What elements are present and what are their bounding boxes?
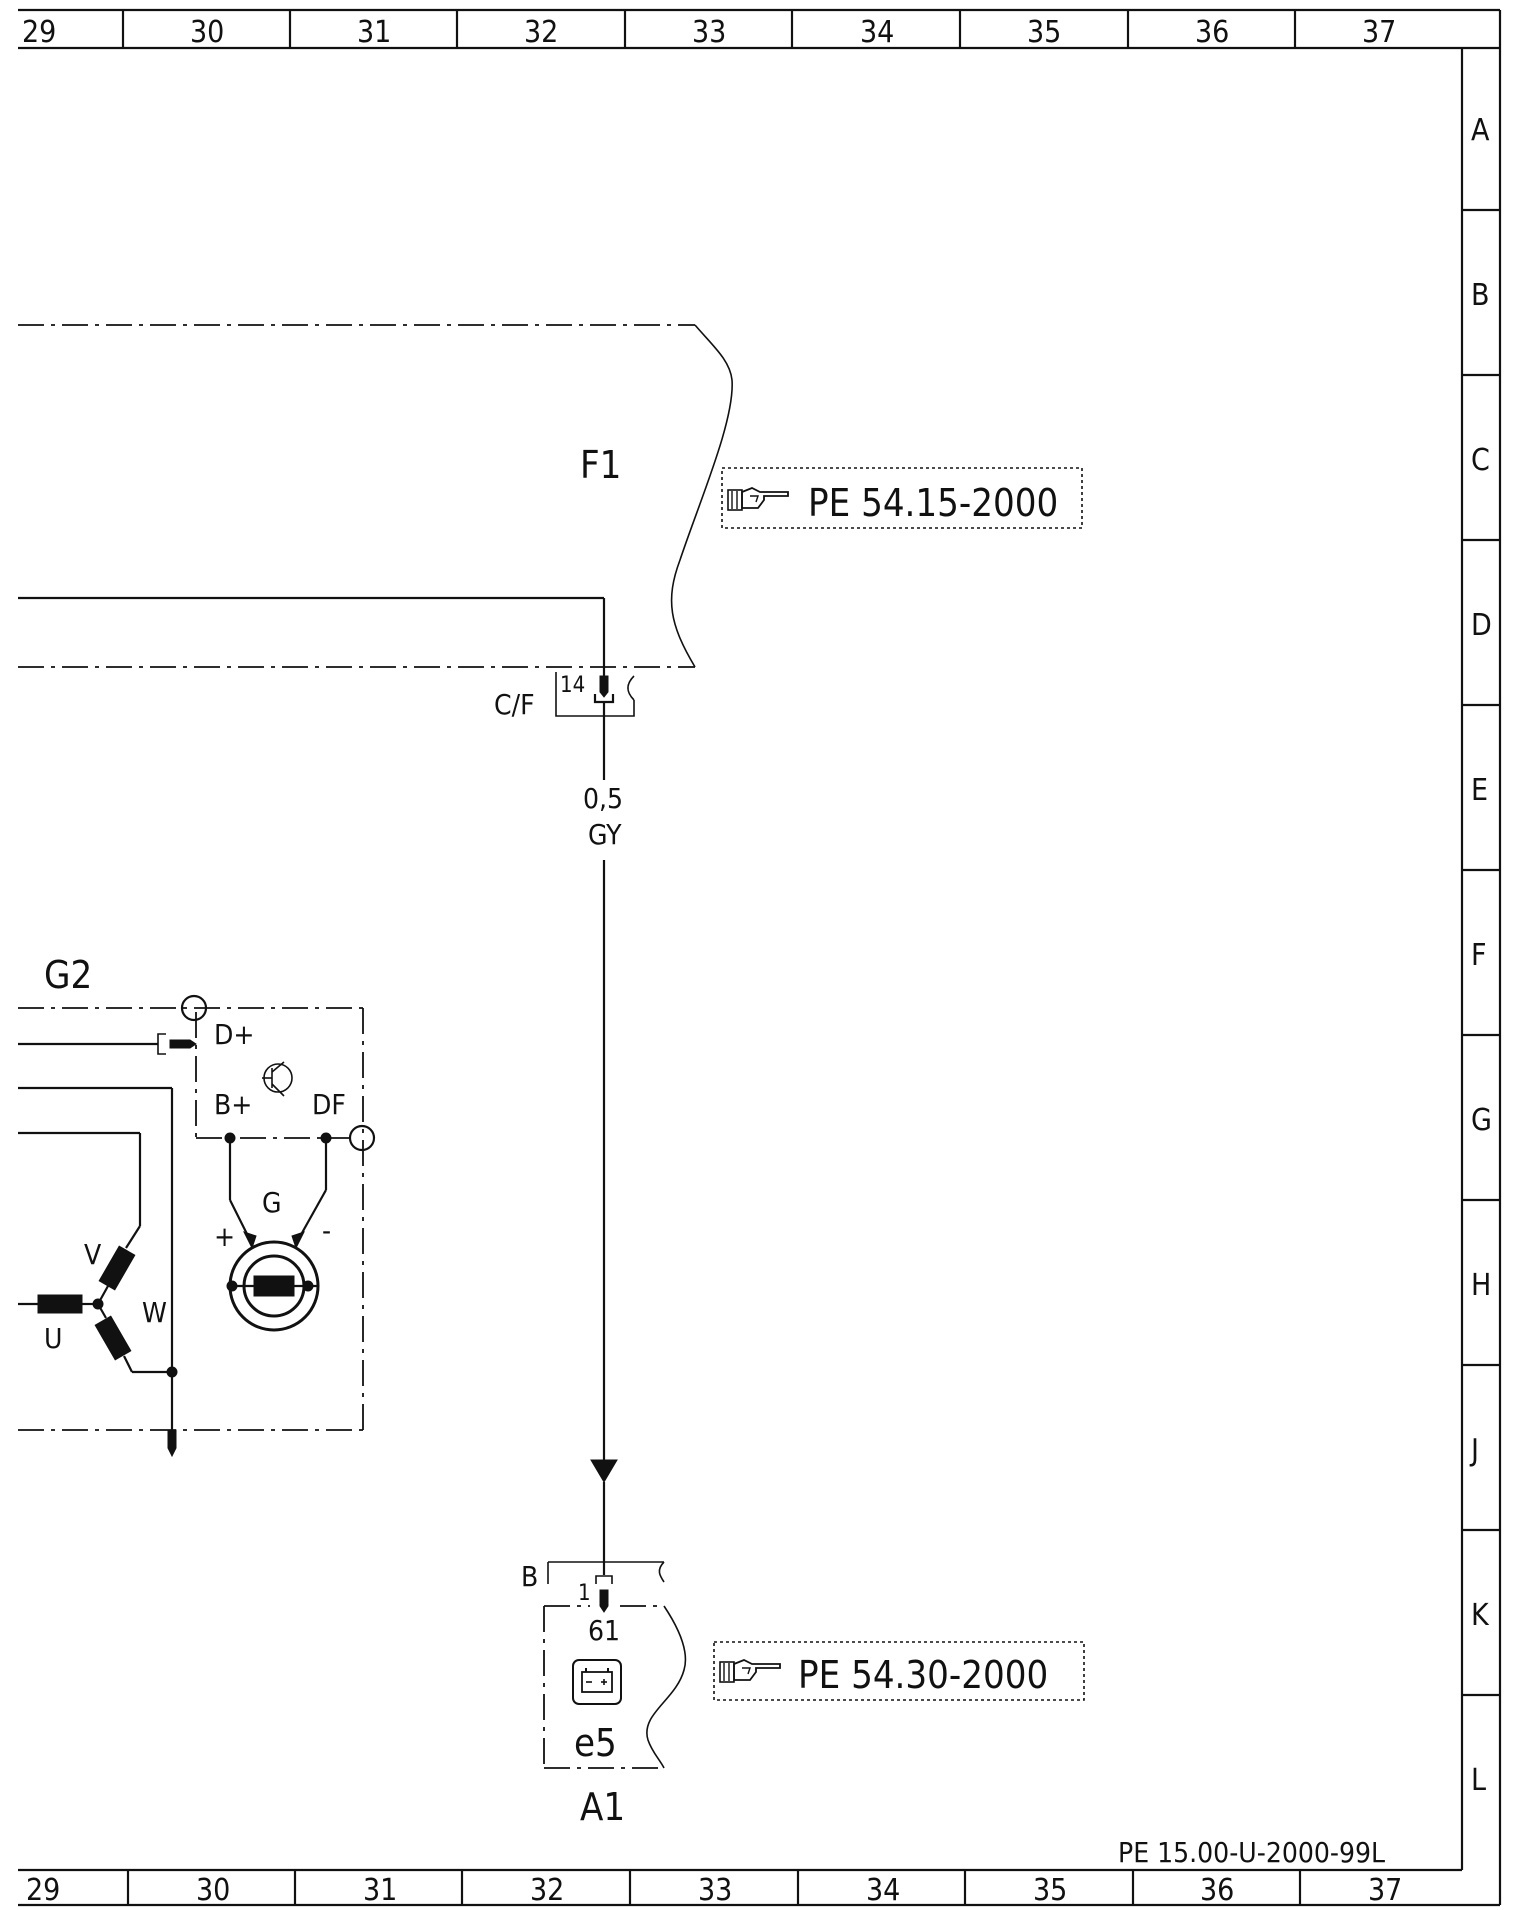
pin-61-label: 61 [588, 1614, 620, 1647]
row-l: L [1471, 1763, 1486, 1798]
top-column-ruler: 29 30 31 32 33 34 35 36 37 [22, 10, 1396, 50]
reference-top: PE 54.15-2000 [721, 467, 1083, 529]
top-col-30: 30 [190, 15, 224, 50]
drawing-frame [18, 8, 1502, 1907]
bottom-col-35: 35 [1033, 1873, 1067, 1908]
row-j: J [1469, 1433, 1479, 1468]
f1-box: F1 [18, 324, 733, 668]
top-col-35: 35 [1027, 15, 1061, 50]
bottom-col-37: 37 [1368, 1873, 1402, 1908]
v-label: V [84, 1238, 102, 1271]
bottom-col-36: 36 [1200, 1873, 1234, 1908]
reference-top-text: PE 54.15-2000 [808, 481, 1058, 525]
g2-label: G2 [44, 953, 92, 997]
dplus-label: D+ [214, 1018, 255, 1051]
row-b: B [1471, 278, 1490, 313]
bottom-col-33: 33 [698, 1873, 732, 1908]
top-col-31: 31 [357, 15, 391, 50]
row-d: D [1471, 608, 1492, 643]
minus-label: - [322, 1214, 331, 1247]
row-g: G [1471, 1103, 1492, 1138]
alternator-g2: G2 D+ B+ DF G [18, 953, 376, 1458]
bplus-label: B+ [214, 1088, 252, 1121]
gen-label: G [262, 1186, 282, 1219]
bottom-col-34: 34 [866, 1873, 900, 1908]
wire-gy: 0,5 GY [583, 702, 623, 1575]
row-f: F [1471, 938, 1487, 973]
f1-label: F1 [580, 443, 621, 487]
arrow-down-icon [590, 1459, 618, 1483]
pointing-hand-icon [727, 487, 789, 511]
u-label: U [44, 1322, 62, 1355]
e5-label: e5 [574, 1721, 617, 1765]
top-col-34: 34 [860, 15, 894, 50]
pointing-hand-icon-2 [719, 1659, 781, 1683]
instrument-cluster-a1: B 1 61 e5 A1 [521, 1560, 687, 1829]
top-col-32: 32 [524, 15, 558, 50]
top-col-37: 37 [1362, 15, 1396, 50]
row-a: A [1471, 113, 1490, 148]
transistor-icon [262, 1061, 293, 1097]
pin-14-label: 14 [560, 673, 585, 698]
right-row-ruler: A B C D E F G H J K L [1462, 113, 1500, 1798]
bottom-column-ruler: 29 30 31 32 33 34 35 36 37 [26, 1870, 1402, 1908]
df-label: DF [312, 1088, 346, 1121]
top-col-33: 33 [692, 15, 726, 50]
a1-label: A1 [580, 1785, 625, 1829]
row-k: K [1471, 1598, 1490, 1633]
w-label: W [142, 1296, 167, 1329]
row-e: E [1471, 773, 1488, 808]
bottom-col-30: 30 [196, 1873, 230, 1908]
row-h: H [1471, 1268, 1491, 1303]
wire-color-label: GY [588, 818, 622, 851]
wire-size-label: 0,5 [583, 782, 623, 815]
wire-f1-to-cf [18, 596, 606, 678]
connector-cf-label: C/F [494, 688, 535, 721]
rotor-icon [226, 1240, 320, 1332]
battery-icon [572, 1659, 622, 1705]
plus-label: + [214, 1220, 235, 1253]
bottom-col-32: 32 [530, 1873, 564, 1908]
connector-cf: C/F 14 [494, 672, 635, 721]
document-id: PE 15.00-U-2000-99L [1118, 1836, 1385, 1869]
top-col-36: 36 [1195, 15, 1229, 50]
pin-1-label: 1 [578, 1581, 591, 1606]
bottom-col-31: 31 [363, 1873, 397, 1908]
bottom-col-29: 29 [26, 1873, 60, 1908]
reference-bottom-text: PE 54.30-2000 [798, 1653, 1048, 1697]
top-col-29: 29 [22, 15, 56, 50]
reference-bottom: PE 54.30-2000 [713, 1641, 1085, 1701]
row-c: C [1471, 443, 1490, 478]
connector-b-label: B [521, 1560, 538, 1593]
